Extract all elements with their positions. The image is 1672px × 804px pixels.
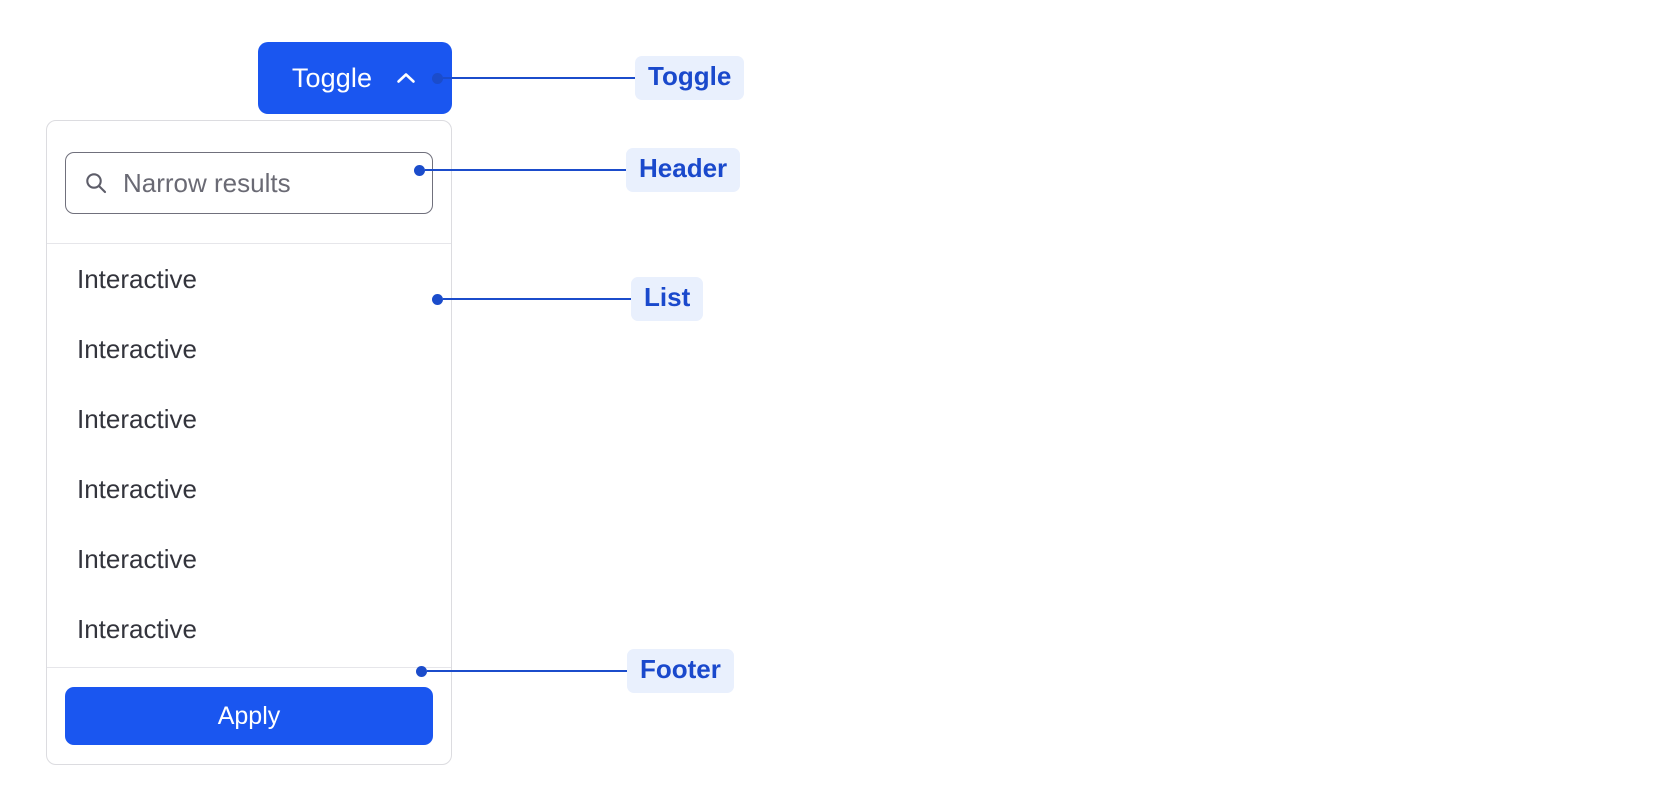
list-item[interactable]: Interactive: [47, 524, 451, 594]
annotation-dot-icon: [416, 665, 427, 677]
annotation-label: Toggle: [635, 56, 745, 100]
list-item-label: Interactive: [77, 404, 197, 434]
annotation-leader-line: [443, 76, 635, 80]
search-input[interactable]: Narrow results: [65, 152, 433, 214]
list-item[interactable]: Interactive: [47, 594, 451, 664]
annotation-label: List: [631, 277, 704, 321]
annotation-label: Header: [626, 148, 741, 192]
search-icon: [83, 170, 109, 196]
list-item[interactable]: Interactive: [47, 384, 451, 454]
annotation-toggle: Toggle: [432, 56, 745, 100]
list-item-label: Interactive: [77, 544, 197, 574]
annotation-leader-line: [425, 168, 626, 172]
annotation-dot-icon: [432, 72, 443, 84]
dropdown-header: Narrow results: [47, 121, 451, 244]
annotation-footer: Footer: [416, 649, 734, 693]
list-item-label: Interactive: [77, 614, 197, 644]
annotation-leader-line: [427, 669, 627, 673]
chevron-up-icon: [394, 66, 418, 90]
dropdown-footer: Apply: [47, 667, 451, 764]
dropdown-panel: Narrow results Interactive Interactive I…: [46, 120, 452, 765]
list-item-label: Interactive: [77, 264, 197, 294]
annotation-leader-line: [443, 297, 631, 301]
annotation-dot-icon: [432, 293, 443, 305]
dropdown-list[interactable]: Interactive Interactive Interactive Inte…: [47, 244, 451, 669]
list-item-label: Interactive: [77, 474, 197, 504]
annotation-list: List: [432, 277, 704, 321]
list-item-label: Interactive: [77, 334, 197, 364]
list-item[interactable]: Interactive: [47, 314, 451, 384]
annotation-header: Header: [414, 148, 741, 192]
list-item[interactable]: Interactive: [47, 244, 451, 314]
toggle-button[interactable]: Toggle: [258, 42, 452, 114]
search-input-placeholder: Narrow results: [123, 168, 291, 198]
annotation-dot-icon: [414, 164, 425, 176]
list-item[interactable]: Interactive: [47, 454, 451, 524]
annotation-label: Footer: [627, 649, 734, 693]
apply-button[interactable]: Apply: [65, 687, 433, 745]
toggle-button-label: Toggle: [291, 62, 373, 93]
